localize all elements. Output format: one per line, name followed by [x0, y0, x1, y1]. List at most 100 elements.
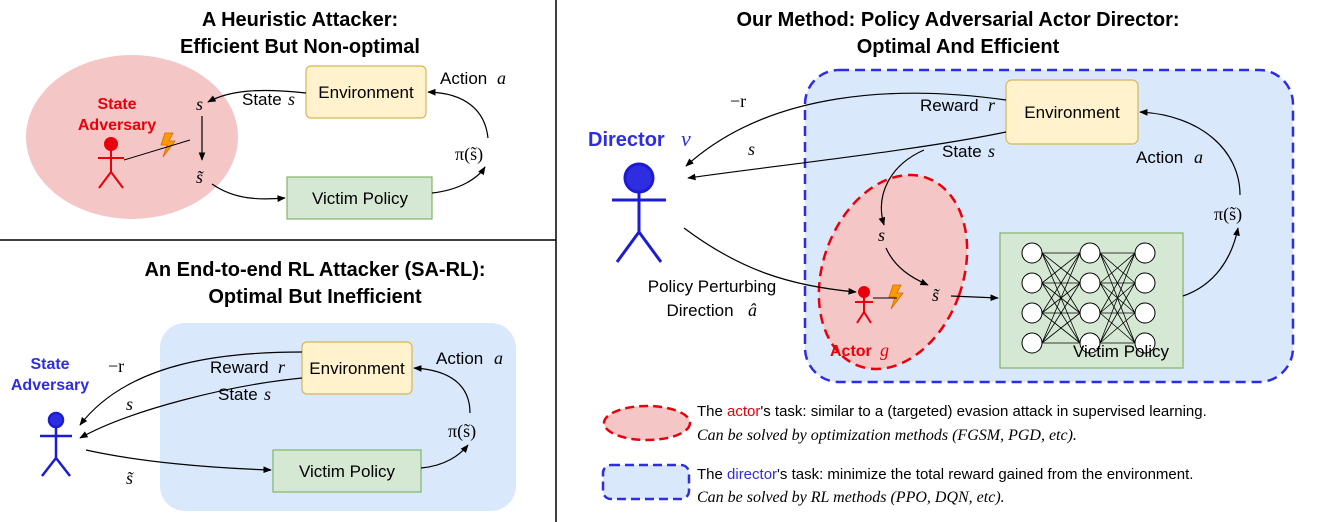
legend-actor-pre: The [697, 403, 727, 420]
panel-heuristic: A Heuristic Attacker: Efficient But Non-… [26, 9, 506, 220]
heuristic-arrow-stilde-victim [211, 183, 286, 202]
paad-arrow-reward [685, 92, 1007, 167]
director-symbol: ν [681, 126, 691, 151]
paad-arrow-director-actor [683, 227, 857, 295]
blue-adversary-figure [40, 411, 72, 477]
sarl-title-line2: Optimal But Inefficient [208, 286, 422, 308]
perturb-label-line1: Policy Perturbing [648, 277, 777, 296]
nn-edge [1041, 252, 1081, 344]
nn-edge [1099, 252, 1136, 284]
nn-edge [1041, 252, 1081, 284]
nn-node [1079, 272, 1101, 294]
paad-actor-s: s [878, 225, 885, 245]
state-adversary-region [26, 55, 238, 219]
heuristic-victim-label: Victim Policy [312, 189, 409, 208]
heuristic-s: s [196, 94, 203, 114]
nn-node [1079, 242, 1101, 264]
sarl-victim-box [272, 449, 422, 493]
paad-arrow-pi-env [1139, 109, 1241, 196]
red-adversary-figure [98, 137, 124, 189]
sarl-arrow-state [79, 377, 303, 439]
heuristic-s-tilde: s̃ [196, 167, 205, 187]
heuristic-action-a: a [497, 68, 506, 88]
sarl-pi: π(s̃) [448, 421, 476, 442]
nn-node [1079, 332, 1101, 354]
sarl-arrow-stilde [85, 449, 272, 474]
heuristic-adversary-label-2: Adversary [78, 117, 156, 134]
nn-edge [1041, 252, 1081, 314]
heuristic-victim-box [286, 176, 433, 220]
sarl-arrow-pi-env [413, 365, 471, 414]
paad-state-label: State [942, 142, 982, 161]
sarl-s-tilde: s̃ [126, 468, 135, 488]
legend: The actor's task: similar to a (targeted… [601, 403, 1207, 506]
legend-director-text: The director's task: minimize the total … [697, 466, 1193, 483]
legend-actor-note: Can be solved by optimization methods (F… [697, 427, 1077, 444]
nn-node [1079, 302, 1101, 324]
legend-director-word: director [727, 466, 777, 483]
heuristic-title-line2: Efficient But Non-optimal [180, 36, 420, 58]
paad-victim-label: Victim Policy [1073, 342, 1170, 361]
nn-edge [1099, 252, 1136, 344]
paad-arrow-state [687, 131, 1007, 181]
paad-state-s: s [988, 141, 995, 161]
heuristic-action-label: Action [440, 69, 487, 88]
actor-label: Actor [830, 343, 872, 360]
sarl-adversary-label-2: Adversary [11, 377, 89, 394]
sarl-arrow-reward [79, 351, 303, 426]
sarl-state-s: s [264, 384, 271, 404]
sarl-action-a: a [494, 348, 503, 368]
sarl-environment-label: Environment [309, 359, 405, 378]
director-label: Director [588, 129, 665, 151]
nn-edge [1041, 282, 1081, 344]
heuristic-state-s: s [288, 89, 295, 109]
paad-action-a: a [1194, 147, 1203, 167]
legend-director-post: 's task: minimize the total reward gaine… [777, 466, 1193, 483]
heuristic-arrow-pi-env [427, 88, 489, 139]
paad-arrow-victim-pi [1182, 227, 1240, 297]
paad-reward-r: r [988, 95, 996, 115]
paad-environment-box [1005, 79, 1139, 145]
paad-pi: π(s̃) [1214, 204, 1242, 225]
sarl-title-line1: An End-to-end RL Attacker (SA-RL): [144, 259, 485, 281]
paad-arrow-s-stilde [885, 247, 929, 286]
sarl-arrow-victim-pi [420, 444, 469, 469]
paad-action-label: Action [1136, 148, 1183, 167]
heuristic-pi: π(s̃) [455, 144, 483, 165]
nn-node [1021, 272, 1043, 294]
heuristic-attack-line [123, 139, 191, 161]
legend-director-pre: The [697, 466, 727, 483]
sarl-s: s [126, 394, 133, 414]
heuristic-environment-box [305, 65, 427, 119]
sarl-reward-r: r [278, 357, 286, 377]
nn-node [1134, 242, 1156, 264]
nn-node [1021, 332, 1043, 354]
nn-node [1021, 302, 1043, 324]
neural-network-icon [1021, 242, 1156, 354]
sarl-environment-box [301, 341, 413, 395]
heuristic-arrow-victim-pi [431, 166, 486, 194]
heuristic-state-label: State [242, 90, 282, 109]
sarl-neg-r: −r [108, 356, 124, 376]
paad-actor-s-tilde: s̃ [932, 285, 941, 305]
nn-node [1021, 242, 1043, 264]
actor-figure [855, 286, 873, 324]
paad-title-line1: Our Method: Policy Adversarial Actor Dir… [736, 9, 1179, 31]
heuristic-title-line1: A Heuristic Attacker: [202, 9, 398, 31]
nn-node [1134, 332, 1156, 354]
legend-actor-swatch [602, 404, 692, 442]
paad-reward-label: Reward [920, 96, 979, 115]
nn-edge [1099, 252, 1136, 314]
legend-director-note: Can be solved by RL methods (PPO, DQN, e… [697, 489, 1005, 506]
paad-environment-label: Environment [1024, 103, 1120, 122]
paad-arrow-state-actor [878, 149, 925, 226]
legend-actor-text: The actor's task: similar to a (targeted… [697, 403, 1207, 420]
nn-edge [1099, 282, 1136, 344]
heuristic-adversary-label-1: State [97, 96, 136, 113]
legend-director-swatch [601, 463, 691, 501]
legend-actor-post: 's task: similar to a (targeted) evasion… [760, 403, 1206, 420]
heuristic-environment-label: Environment [318, 83, 414, 102]
sarl-action-label: Action [436, 349, 483, 368]
